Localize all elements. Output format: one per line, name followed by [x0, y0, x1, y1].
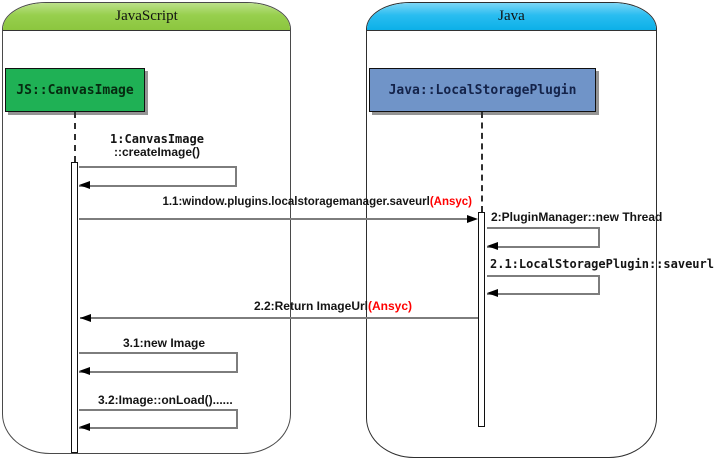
lifeline-java — [481, 112, 483, 212]
frame-java-title: Java — [498, 8, 525, 24]
message-2-2-label: 2.2:Return ImageUrl(Ansyc) — [152, 299, 412, 313]
message-3-2-label: 3.2:Image::onLoad()...... — [98, 393, 233, 407]
message-3-1-self-arrow — [79, 352, 238, 373]
message-1-1-text: 1.1:window.plugins.localstoragemanager.s… — [162, 196, 430, 208]
message-1-line2: ::createImage() — [113, 145, 201, 159]
object-label-js-canvasimage: JS::CanvasImage — [16, 82, 134, 98]
message-2-arrowhead — [487, 242, 498, 250]
message-2-self-arrow — [487, 227, 600, 248]
message-2-1-label: 2.1:LocalStoragePlugin::saveurl — [490, 257, 714, 271]
message-1-label: 1:CanvasImage ::createImage() — [92, 133, 222, 159]
message-3-2-self-arrow — [79, 409, 238, 429]
message-1-1-arrowhead — [467, 214, 478, 223]
object-box-java-localstorageplugin: Java::LocalStoragePlugin — [369, 68, 596, 112]
object-box-js-canvasimage: JS::CanvasImage — [5, 68, 145, 112]
activation-bar-js — [71, 162, 78, 453]
frame-java-header: Java — [367, 3, 656, 31]
frame-java: Java — [366, 2, 657, 458]
message-1-arrowhead — [79, 181, 90, 189]
message-2-2-async-tag: (Ansyc) — [367, 299, 412, 313]
object-label-java-localstorageplugin: Java::LocalStoragePlugin — [388, 82, 577, 98]
message-2-1-self-arrow — [487, 275, 600, 295]
message-1-self-arrow — [79, 166, 237, 187]
message-2-2-arrowhead — [80, 313, 91, 322]
message-2-2-text: 2.2:Return ImageUrl — [253, 299, 368, 313]
message-1-1-label: 1.1:window.plugins.localstoragemanager.s… — [140, 196, 472, 208]
message-1-1-arrow-line — [79, 218, 467, 220]
message-2-2-arrow-line — [80, 317, 478, 319]
frame-javascript-title: JavaScript — [115, 8, 178, 24]
message-1-line1: 1:CanvasImage — [110, 132, 204, 146]
message-1-1-async-tag: (Ansyc) — [429, 196, 472, 208]
activation-bar-java — [478, 212, 485, 427]
message-3-1-label: 3.1:new Image — [123, 336, 206, 350]
message-3-2-arrowhead — [79, 423, 90, 431]
message-2-1-arrowhead — [487, 289, 498, 297]
frame-javascript-header: JavaScript — [3, 3, 290, 31]
lifeline-js — [74, 112, 76, 162]
message-2-label: 2:PluginManager::new Thread — [491, 210, 663, 224]
message-3-1-arrowhead — [79, 367, 90, 375]
